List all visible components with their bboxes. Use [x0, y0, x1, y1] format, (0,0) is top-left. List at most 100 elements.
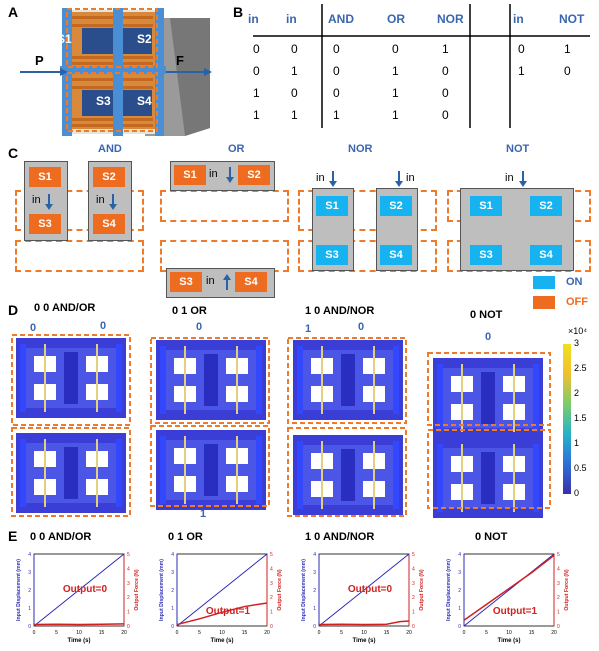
truth-cell: 0 — [518, 42, 525, 56]
series-line — [318, 620, 410, 626]
y2-tick-label: 2 — [557, 595, 560, 601]
truth-cell: 0 — [291, 86, 298, 100]
and-in-right-label: in — [96, 194, 105, 206]
truth-cell: 0 — [333, 42, 340, 56]
or-in-bottom-label: in — [206, 275, 215, 287]
panel-label-d: D — [8, 302, 19, 318]
y-tick-label: 1 — [458, 606, 461, 612]
gate-title-or: OR — [228, 143, 245, 155]
series-line — [463, 554, 555, 621]
y-tick-label: 0 — [313, 624, 316, 630]
nor-row-bottom — [298, 240, 437, 272]
x-tick-label: 20 — [121, 630, 127, 636]
fea-title-1: 0 0 AND/OR — [34, 302, 96, 314]
truth-header: NOT — [559, 12, 585, 26]
x-tick-label: 15 — [99, 630, 105, 636]
y2-tick-label: 3 — [412, 581, 415, 587]
x-tick-label: 10 — [219, 630, 225, 636]
series-line — [176, 553, 268, 627]
y-axis-label: Input Displacement (mm) — [159, 559, 165, 621]
y-tick-label: 2 — [171, 588, 174, 594]
arrow-down-icon — [226, 167, 234, 183]
x-tick-label: 0 — [176, 630, 179, 636]
x-tick-label: 10 — [506, 630, 512, 636]
y2-axis-label: Output Force (N) — [419, 569, 425, 610]
truth-cell: 0 — [333, 64, 340, 78]
cell-s2-label: S2 — [137, 32, 152, 46]
colorbar-tick: 2 — [574, 388, 580, 398]
y-tick-label: 3 — [28, 570, 31, 576]
truth-header: OR — [387, 12, 405, 26]
output-force-label: F — [176, 53, 184, 68]
series-line — [33, 553, 125, 627]
series-line — [176, 602, 268, 626]
fea-input-4a: 0 — [485, 331, 492, 343]
chart-title: 0 0 AND/OR — [30, 531, 92, 543]
x-tick-label: 20 — [264, 630, 270, 636]
x-tick-label: 20 — [551, 630, 557, 636]
colorbar-tick: 1 — [574, 438, 580, 448]
truth-header: AND — [328, 12, 354, 26]
y2-tick-label: 3 — [270, 581, 273, 587]
gate-title-and: AND — [98, 143, 122, 155]
truth-header: in — [286, 12, 297, 26]
y-tick-label: 4 — [28, 552, 31, 558]
input-force-label: P — [35, 53, 44, 68]
truth-cell: 1 — [291, 108, 298, 122]
colorbar-tick: 0 — [574, 488, 580, 498]
truth-cell: 0 — [333, 86, 340, 100]
colorbar-tick: 3 — [574, 338, 580, 348]
y2-tick-label: 2 — [127, 595, 130, 601]
y2-tick-label: 5 — [270, 552, 273, 558]
nor-s2: S2 — [380, 196, 412, 216]
y2-tick-label: 0 — [127, 624, 130, 630]
fea-input-1b: 0 — [100, 320, 107, 332]
colorbar-tick: 2.5 — [574, 363, 587, 373]
not-s3: S3 — [470, 245, 502, 265]
arrow-down-icon — [109, 194, 117, 210]
y2-tick-label: 1 — [412, 610, 415, 616]
y2-tick-label: 4 — [270, 566, 273, 572]
y-tick-label: 4 — [171, 552, 174, 558]
y-tick-label: 0 — [28, 624, 31, 630]
or-s2: S2 — [238, 165, 270, 185]
output-annotation: Output=1 — [493, 606, 538, 617]
truth-cell: 1 — [333, 108, 340, 122]
y2-tick-label: 1 — [270, 610, 273, 616]
nor-row-top — [298, 190, 437, 231]
y-tick-label: 0 — [171, 624, 174, 630]
truth-header: in — [248, 12, 259, 26]
x-tick-label: 15 — [384, 630, 390, 636]
truth-cell: 0 — [442, 86, 449, 100]
x-tick-label: 0 — [318, 630, 321, 636]
gate-title-not: NOT — [506, 143, 530, 155]
truth-cell: 0 — [442, 108, 449, 122]
fea-title-4: 0 NOT — [470, 309, 503, 321]
arrow-down-icon — [45, 194, 53, 210]
fea-renders — [11, 334, 571, 518]
output-annotation: Output=0 — [348, 584, 393, 595]
truth-cell: 1 — [518, 64, 525, 78]
not-s1: S1 — [470, 196, 502, 216]
truth-cell: 1 — [253, 86, 260, 100]
y2-tick-label: 0 — [557, 624, 560, 630]
truth-cell: 0 — [253, 64, 260, 78]
and-s1: S1 — [29, 167, 61, 187]
nor-in-left-label: in — [316, 172, 325, 184]
y2-axis-label: Output Force (N) — [277, 569, 283, 610]
x-tick-label: 15 — [242, 630, 248, 636]
truth-cell: 0 — [291, 42, 298, 56]
y2-tick-label: 5 — [127, 552, 130, 558]
truth-cell: 1 — [291, 64, 298, 78]
y2-tick-label: 5 — [412, 552, 415, 558]
truth-cell: 1 — [442, 42, 449, 56]
truth-cell: 1 — [392, 108, 399, 122]
and-row-top — [15, 190, 144, 231]
y-axis-label: Input Displacement (mm) — [16, 559, 22, 621]
y-tick-label: 4 — [458, 552, 461, 558]
panel-label-e: E — [8, 528, 18, 544]
x-tick-label: 10 — [361, 630, 367, 636]
y-tick-label: 3 — [171, 570, 174, 576]
